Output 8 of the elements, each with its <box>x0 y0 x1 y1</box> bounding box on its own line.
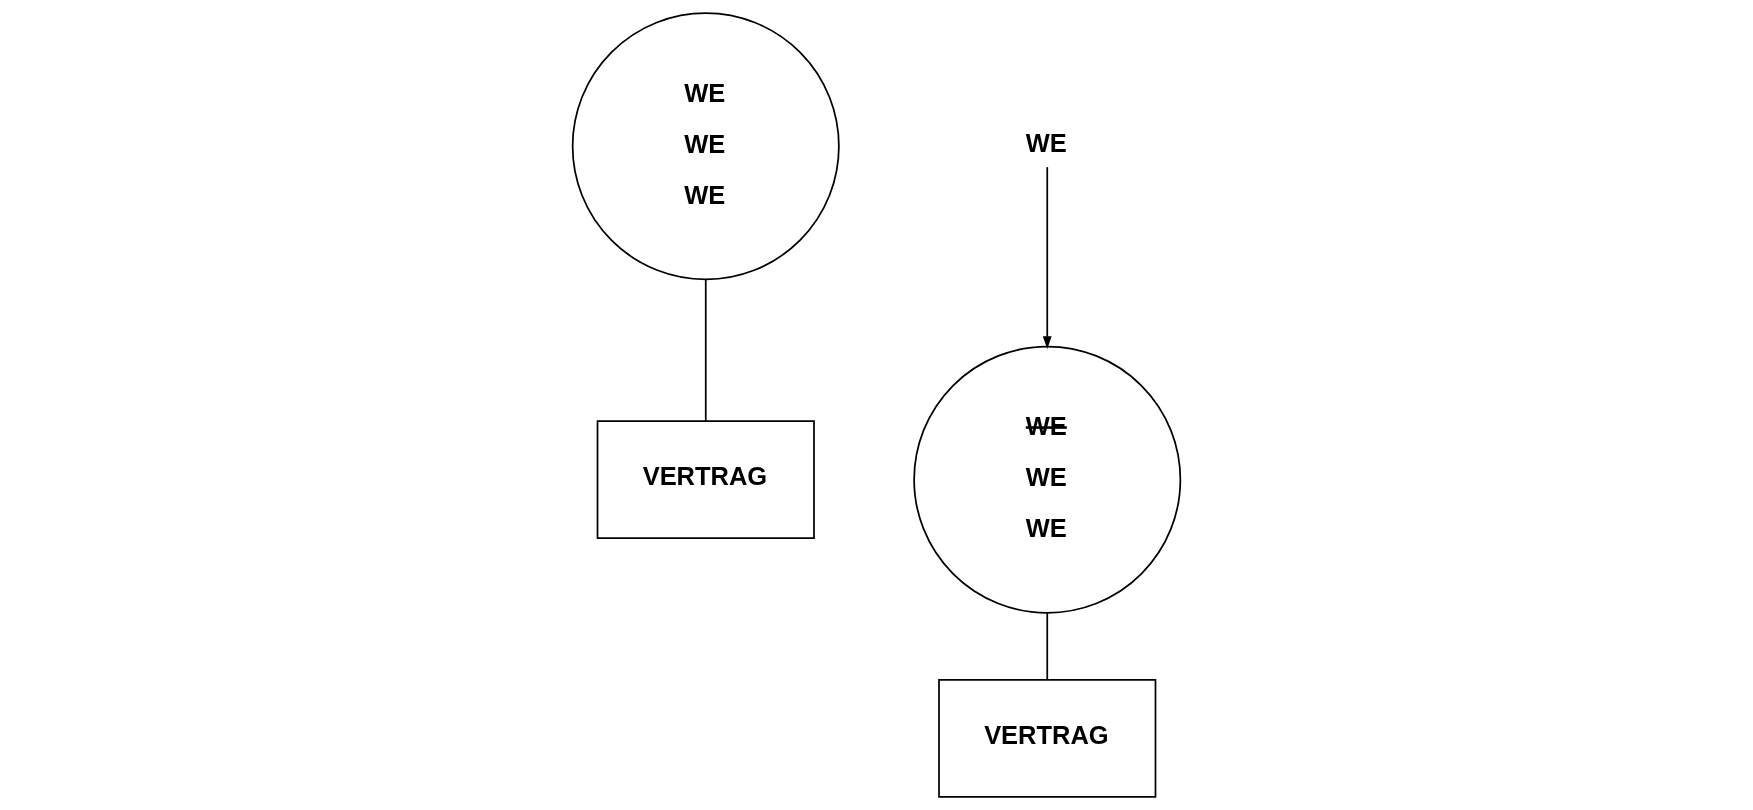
node-circle: WE WE WE <box>913 345 1182 614</box>
connector <box>704 278 707 422</box>
node-box: VERTRAG <box>938 679 1157 798</box>
arrow <box>1042 166 1052 349</box>
node-circle: WE WE WE <box>571 12 840 281</box>
connector <box>1046 612 1049 681</box>
node-box: VERTRAG <box>596 420 815 539</box>
node-text: WE <box>1025 128 1067 157</box>
